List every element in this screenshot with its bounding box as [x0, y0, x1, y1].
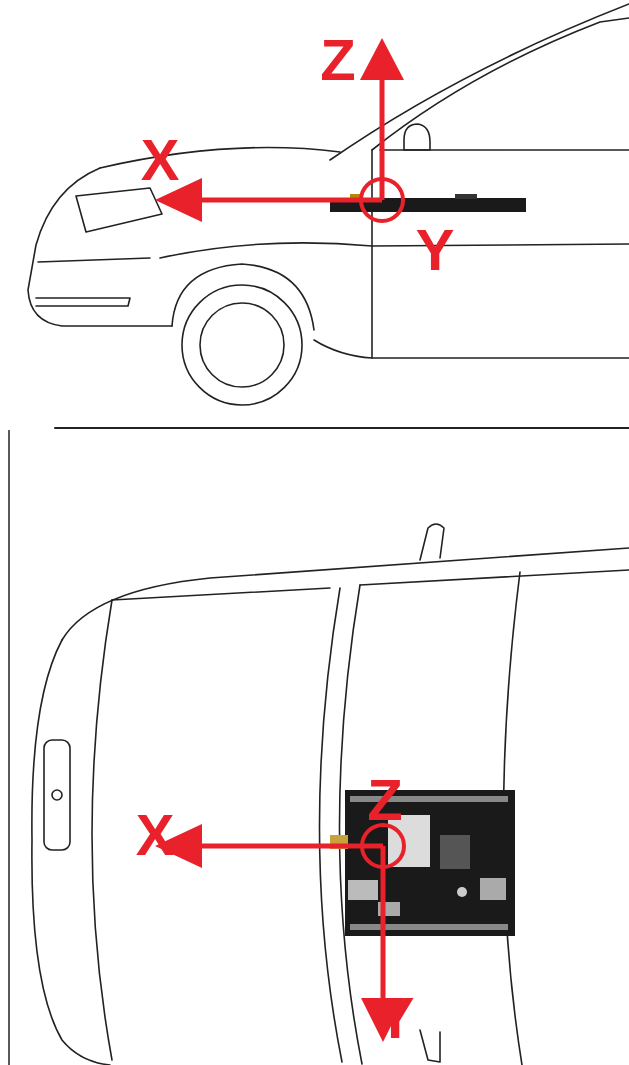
windshield-base — [319, 588, 342, 1062]
front-bumper — [28, 168, 172, 326]
z-axis — [380, 76, 385, 200]
car-top-view — [32, 524, 629, 1065]
car-side-view — [28, 4, 629, 428]
x-axis — [200, 844, 383, 849]
emblem — [52, 790, 62, 800]
axis-label: Y — [416, 221, 455, 279]
axis-label: Y — [376, 989, 415, 1047]
frame-line — [8, 430, 10, 1065]
axis-label: Z — [367, 771, 402, 829]
body-outline — [62, 548, 629, 640]
grille-line — [36, 298, 130, 306]
axis-label: X — [141, 131, 180, 189]
y-axis — [381, 846, 386, 1000]
mirror — [404, 124, 430, 150]
origin-circle — [362, 825, 404, 867]
arrow-head — [360, 38, 404, 80]
button — [457, 887, 467, 897]
windshield — [372, 18, 629, 150]
x-axis — [200, 198, 382, 203]
wheel — [182, 285, 302, 405]
axis-label: Z — [320, 31, 355, 89]
mirror — [420, 524, 444, 560]
board-top — [330, 790, 515, 936]
chip — [440, 835, 470, 869]
ground-line — [55, 427, 629, 429]
roof-edge — [360, 570, 629, 585]
header-pins — [350, 924, 508, 930]
sill-line — [314, 340, 629, 358]
plate — [44, 740, 70, 850]
mirror — [420, 1030, 440, 1062]
wheel-rim — [200, 303, 284, 387]
usb-port — [480, 878, 506, 900]
wheel-arch — [172, 264, 314, 330]
origin-circle — [361, 179, 403, 221]
headlight — [76, 188, 162, 232]
a-pillar — [330, 4, 629, 160]
fender-line — [160, 243, 629, 258]
axis-label: X — [136, 806, 175, 864]
sim-slot — [348, 880, 378, 900]
grille-line — [38, 258, 150, 262]
window-line — [380, 149, 629, 151]
hood-line — [100, 148, 340, 168]
hood-line — [112, 588, 330, 600]
axes-top — [200, 825, 404, 1000]
axes-side — [200, 76, 403, 221]
hood-edge — [92, 600, 112, 1060]
board-part — [455, 194, 477, 199]
